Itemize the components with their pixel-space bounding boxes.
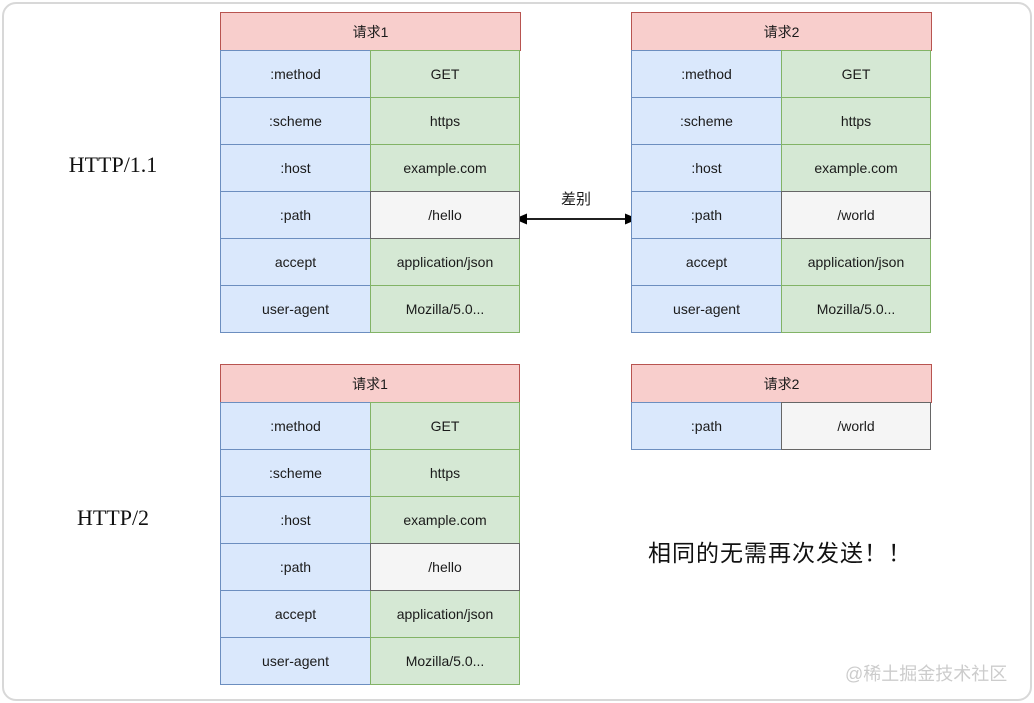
header-value-cell: GET [370,50,520,98]
header-value-cell: example.com [370,144,520,192]
header-name-cell: user-agent [631,285,782,333]
http2-section-label: HTTP/2 [76,505,150,530]
header-value-cell: GET [370,402,520,450]
header-value-cell: https [781,97,931,145]
header-name-cell: :host [220,144,371,192]
table-row: :path /world [631,191,932,239]
header-name-cell: user-agent [220,637,371,685]
header-name-cell: :method [220,402,371,450]
table-title: 请求2 [631,364,932,403]
table-row: :path /world [631,402,932,450]
table-row: :path /hello [220,191,521,239]
header-value-cell: example.com [370,496,520,544]
table-title: 请求1 [220,364,520,403]
header-name-cell: :path [220,543,371,591]
diff-annotation: 差别 [514,191,638,227]
table-row: :scheme https [631,97,932,145]
header-name-cell: accept [631,238,782,286]
header-value-cell: Mozilla/5.0... [370,637,520,685]
header-name-cell: :scheme [220,449,371,497]
http2-request2-table: 请求2 :path /world [631,364,932,450]
table-row: accept application/json [220,590,520,638]
header-value-cell: https [370,97,520,145]
table-row: :method GET [631,50,932,98]
table-row: accept application/json [220,238,521,286]
table-row: :host example.com [220,496,520,544]
header-value-cell: Mozilla/5.0... [781,285,931,333]
double-arrow-icon [514,213,638,225]
table-row: accept application/json [631,238,932,286]
header-value-cell-highlighted: /world [781,191,931,239]
header-value-cell: application/json [370,590,520,638]
table-row: :method GET [220,402,520,450]
header-name-cell: :scheme [220,97,371,145]
table-row: user-agent Mozilla/5.0... [220,637,520,685]
header-name-cell: :host [220,496,371,544]
header-name-cell: :path [631,402,782,450]
table-row: :host example.com [220,144,521,192]
table-title: 请求1 [220,12,521,51]
header-name-cell: :host [631,144,782,192]
header-value-cell: application/json [781,238,931,286]
table-row: :scheme https [220,97,521,145]
header-value-cell: https [370,449,520,497]
header-name-cell: accept [220,238,371,286]
http11-section-label: HTTP/1.1 [68,152,158,177]
http11-request2-table: 请求2 :method GET :scheme https :host exam… [631,12,932,333]
table-row: :scheme https [220,449,520,497]
header-name-cell: :method [220,50,371,98]
header-value-cell-highlighted: /hello [370,191,520,239]
table-row: :host example.com [631,144,932,192]
http11-request1-table: 请求1 :method GET :scheme https :host exam… [220,12,521,333]
header-value-cell: GET [781,50,931,98]
table-title: 请求2 [631,12,932,51]
header-name-cell: :method [631,50,782,98]
http2-note-text: 相同的无需再次发送！！ [648,540,912,566]
header-name-cell: :scheme [631,97,782,145]
header-name-cell: user-agent [220,285,371,333]
table-row: user-agent Mozilla/5.0... [631,285,932,333]
table-row: :path /hello [220,543,520,591]
table-row: :method GET [220,50,521,98]
header-value-cell-highlighted: /hello [370,543,520,591]
http2-request1-table: 请求1 :method GET :scheme https :host exam… [220,364,520,685]
header-value-cell-highlighted: /world [781,402,931,450]
header-name-cell: :path [220,191,371,239]
table-row: user-agent Mozilla/5.0... [220,285,521,333]
header-value-cell: application/json [370,238,520,286]
diff-label: 差别 [560,191,591,208]
header-name-cell: :path [631,191,782,239]
header-value-cell: Mozilla/5.0... [370,285,520,333]
header-name-cell: accept [220,590,371,638]
header-value-cell: example.com [781,144,931,192]
watermark-text: @稀土掘金技术社区 [845,664,1008,684]
